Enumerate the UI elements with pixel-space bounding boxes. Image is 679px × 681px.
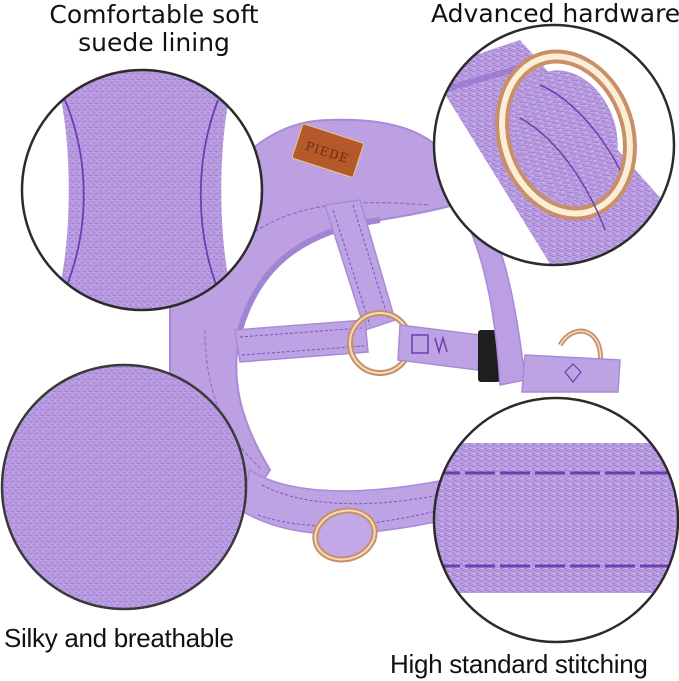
- callout-advanced-hardware: Advanced hardware: [431, 0, 679, 28]
- callout-suede-lining-line2: suede lining: [78, 28, 230, 57]
- zoom-circle-hardware: [432, 23, 676, 267]
- callout-suede-lining-line1: Comfortable soft: [49, 0, 259, 29]
- callout-silky-breathable: Silky and breathable: [4, 623, 234, 653]
- callout-high-standard-stitching: High standard stitching: [390, 649, 648, 679]
- callout-suede-lining: Comfortable soft suede lining: [34, 1, 274, 57]
- zoom-circle-stitching: [432, 396, 679, 644]
- zoom-circle-silky-texture: [0, 363, 248, 611]
- brand-tag: PIEDE: [291, 123, 364, 178]
